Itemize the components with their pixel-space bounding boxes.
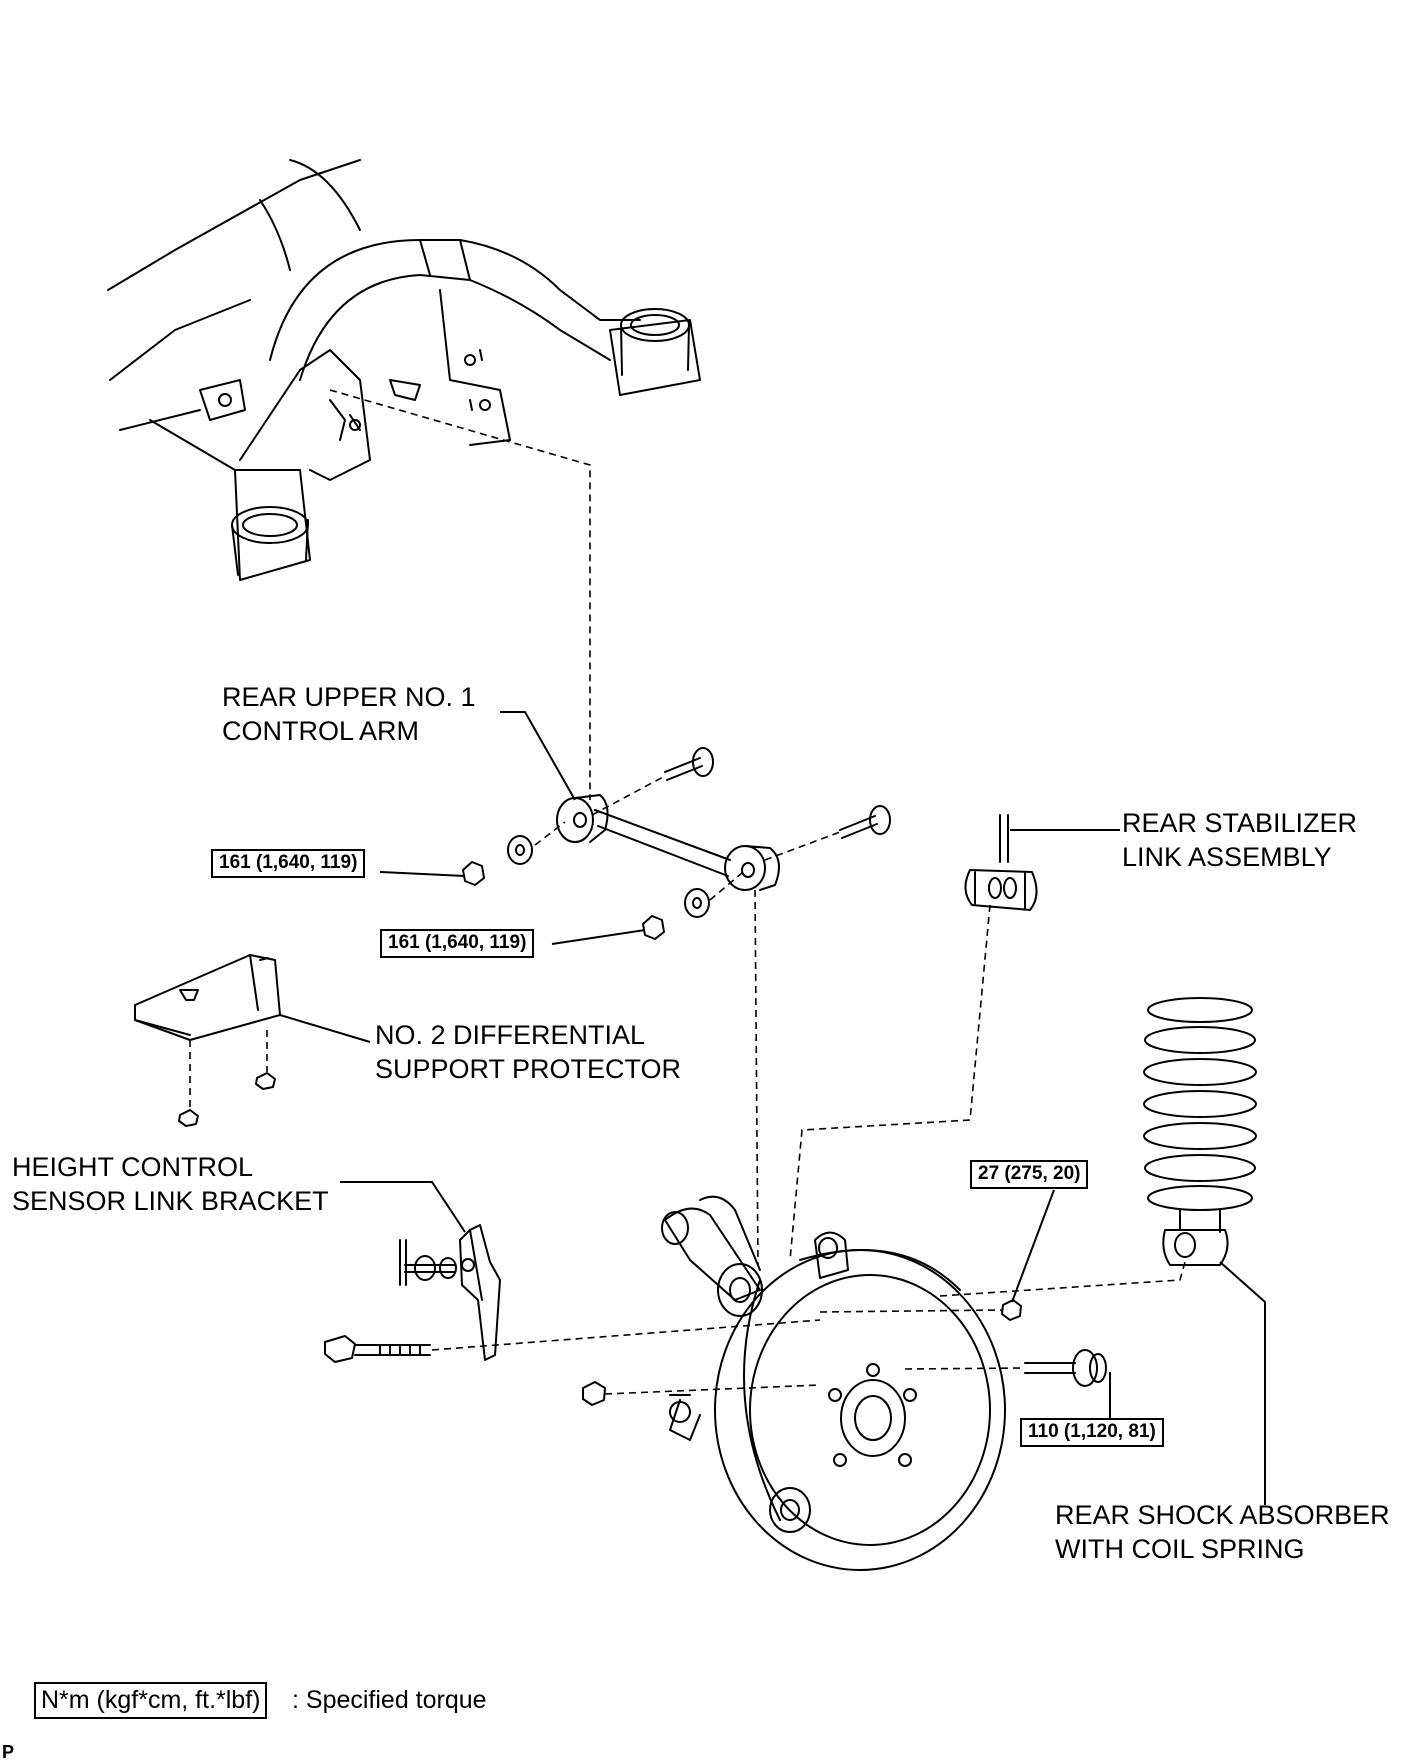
shock-absorber-drawing — [1143, 997, 1257, 1266]
label-height-sensor-bracket: HEIGHT CONTROL SENSOR LINK BRACKET — [12, 1152, 329, 1216]
torque-upper-arm-nut-1: 161 (1,640, 119) — [211, 849, 366, 878]
corner-mark: P — [2, 1742, 15, 1762]
legend-description: : Specified torque — [292, 1686, 487, 1714]
label-shock-absorber: REAR SHOCK ABSORBER WITH COIL SPRING — [1055, 1500, 1390, 1564]
suspension-member-drawing — [107, 159, 701, 581]
upper-control-arm-drawing — [462, 747, 891, 940]
diff-protector-drawing — [134, 954, 281, 1127]
leader-lines — [279, 711, 1266, 1505]
legend-unit-box: N*m (kgf*cm, ft.*lbf) — [34, 1682, 268, 1719]
assembly-dashed-lines — [189, 389, 1186, 1395]
label-upper-control-arm: REAR UPPER NO. 1 CONTROL ARM — [222, 682, 476, 746]
torque-stabilizer-nut: 27 (275, 20) — [970, 1160, 1089, 1189]
label-stabilizer-link: REAR STABILIZER LINK ASSEMBLY — [1122, 808, 1358, 872]
torque-upper-arm-nut-2: 161 (1,640, 119) — [380, 929, 535, 958]
height-sensor-bracket-drawing — [324, 1224, 501, 1363]
axle-carrier-drawing — [582, 1195, 1107, 1571]
label-diff-protector: NO. 2 DIFFERENTIAL SUPPORT PROTECTOR — [375, 1020, 682, 1084]
torque-knuckle-bolt: 110 (1,120, 81) — [1020, 1418, 1164, 1447]
stabilizer-link-drawing — [964, 814, 1038, 911]
